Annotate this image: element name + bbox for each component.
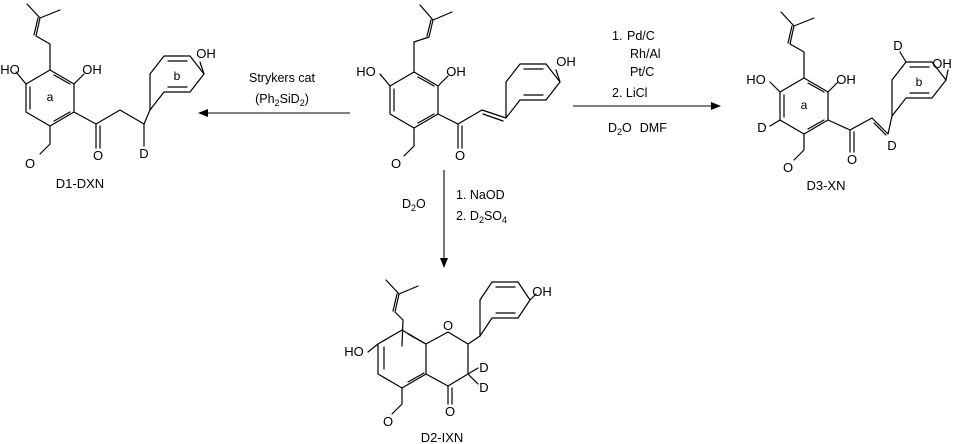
d3-oh-phenol: OH — [932, 56, 952, 71]
starting-compound — [379, 4, 561, 157]
starting-compound-labels: HO OH O OH O — [356, 54, 576, 171]
down-step2: 2. D2SO4 — [456, 209, 507, 225]
d3-ring-b-label: b — [916, 75, 923, 89]
arrow-right — [573, 102, 721, 110]
d3-deuterium-vinyl: D — [887, 138, 896, 153]
down-step1: 1. NaOD — [456, 188, 505, 202]
d1-ring-a-label: a — [47, 90, 54, 104]
d1-dxn-structure — [15, 3, 205, 155]
d1-dxn-labels: HO OH O OH O D a b D1-DXN — [0, 46, 216, 191]
d1-o-methoxy: O — [25, 156, 35, 171]
start-o-methoxy: O — [391, 156, 401, 171]
start-o-carbonyl: O — [455, 148, 465, 163]
left-reagent: (Ph2SiD2) — [255, 92, 309, 108]
d3-ho-left: HO — [746, 72, 766, 87]
d1-oh-ring: OH — [82, 62, 102, 77]
right-catalyst-2: Rh/Al — [630, 47, 661, 61]
arrow-down — [440, 170, 448, 268]
down-solvent: D2O — [402, 197, 426, 213]
down-conditions: D2O 1. NaOD 2. D2SO4 — [402, 188, 507, 225]
d1-deuterium: D — [139, 146, 148, 161]
right-catalyst-3: Pt/C — [630, 65, 654, 79]
d3-deuterium-ring-b: D — [893, 38, 902, 53]
start-oh-phenol: OH — [556, 54, 576, 69]
d2-oh-phenol: OH — [532, 284, 552, 299]
d3-xn-name: D3-XN — [806, 178, 845, 193]
d3-deuterium-ring-a: D — [757, 120, 766, 135]
right-catalyst-1: Pd/C — [627, 29, 655, 43]
d1-ho-left: HO — [0, 62, 20, 77]
d3-xn-structure — [769, 11, 949, 161]
arrow-left — [198, 109, 350, 117]
d3-xn-labels: HO OH O OH O D D D a b D3-XN — [746, 38, 952, 193]
d2-o-ring: O — [443, 318, 453, 333]
d2-ixn-structure — [367, 279, 537, 415]
right-step1-prefix: 1. — [612, 29, 622, 43]
d1-ring-b-label: b — [174, 69, 181, 83]
d1-o-carbonyl: O — [93, 148, 103, 163]
d3-oh-ring: OH — [836, 72, 856, 87]
d2-o-carbonyl: O — [445, 404, 455, 419]
d2-ixn-name: D2-IXN — [421, 430, 464, 444]
d2-deuterium-upper: D — [479, 360, 488, 375]
d2-o-methoxy: O — [383, 414, 393, 429]
start-oh-ring: OH — [446, 64, 466, 79]
start-ho-left: HO — [356, 64, 376, 79]
d2-ho-left: HO — [344, 344, 364, 359]
d1-dxn-name: D1-DXN — [56, 176, 104, 191]
d2-deuterium-lower: D — [479, 380, 488, 395]
d3-o-carbonyl: O — [847, 152, 857, 167]
left-catalyst: Strykers cat — [249, 71, 316, 85]
d3-ring-a-label: a — [801, 98, 808, 112]
d1-oh-phenol: OH — [196, 46, 216, 61]
right-step2: 2. LiCl — [612, 86, 647, 100]
d3-o-methoxy: O — [783, 160, 793, 175]
left-conditions: Strykers cat (Ph2SiD2) — [249, 71, 316, 108]
d2-ixn-labels: HO O O OH O D D D2-IXN — [344, 284, 552, 444]
